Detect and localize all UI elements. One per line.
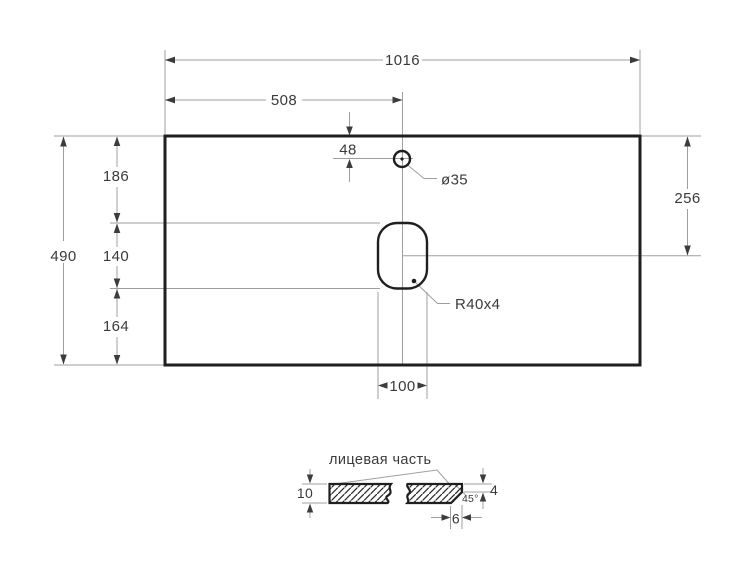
dimension-total-depth: 490 — [50, 136, 76, 365]
dim-label-hole-diameter: ø35 — [441, 172, 468, 189]
dimension-cutout-width: 100 — [378, 378, 427, 395]
dimension-cutout-center: 256 — [674, 136, 700, 256]
dim-label-1016: 1016 — [385, 52, 420, 69]
countertop-outline — [163, 134, 642, 367]
dim-label-100: 100 — [389, 378, 415, 395]
dim-label-48: 48 — [339, 142, 357, 159]
dim-label-6: 6 — [452, 511, 460, 527]
face-label-text: лицевая часть — [329, 452, 432, 468]
section-bar-left — [328, 482, 394, 505]
dim-label-508: 508 — [271, 92, 297, 109]
dim-label-164: 164 — [103, 318, 129, 335]
extension-lines — [54, 50, 701, 399]
dim-label-256: 256 — [674, 190, 700, 207]
dim-label-cutout-radius: R40x4 — [455, 296, 500, 313]
section-view: лицевая часть 10 4 45° — [297, 452, 498, 529]
dim-label-140: 140 — [103, 248, 129, 265]
dimension-thickness: 10 — [297, 469, 327, 518]
dimension-center-offset: 508 — [165, 92, 403, 109]
sink-cutout — [376, 221, 429, 290]
dimension-chamfer-width: 6 — [431, 505, 482, 529]
dim-label-10: 10 — [297, 485, 313, 501]
dimension-hole-offset: 48 — [339, 112, 357, 182]
dimension-chain-depth: 186 140 164 — [103, 136, 129, 365]
dim-label-45deg: 45° — [462, 493, 478, 505]
dimension-total-width: 1016 — [165, 52, 640, 69]
dim-label-4: 4 — [490, 482, 498, 498]
dimension-edge-height: 4 — [464, 468, 498, 509]
section-bar-right — [404, 482, 464, 505]
plan-view: 1016 508 48 490 — [50, 50, 701, 399]
face-side-label: лицевая часть — [329, 452, 450, 484]
dim-label-186: 186 — [103, 168, 129, 185]
faucet-hole — [392, 149, 412, 169]
leader-hole-diameter: ø35 — [406, 164, 468, 189]
dim-label-490: 490 — [50, 248, 76, 265]
leader-cutout-radius: R40x4 — [411, 278, 500, 313]
leader-dot — [411, 278, 417, 284]
